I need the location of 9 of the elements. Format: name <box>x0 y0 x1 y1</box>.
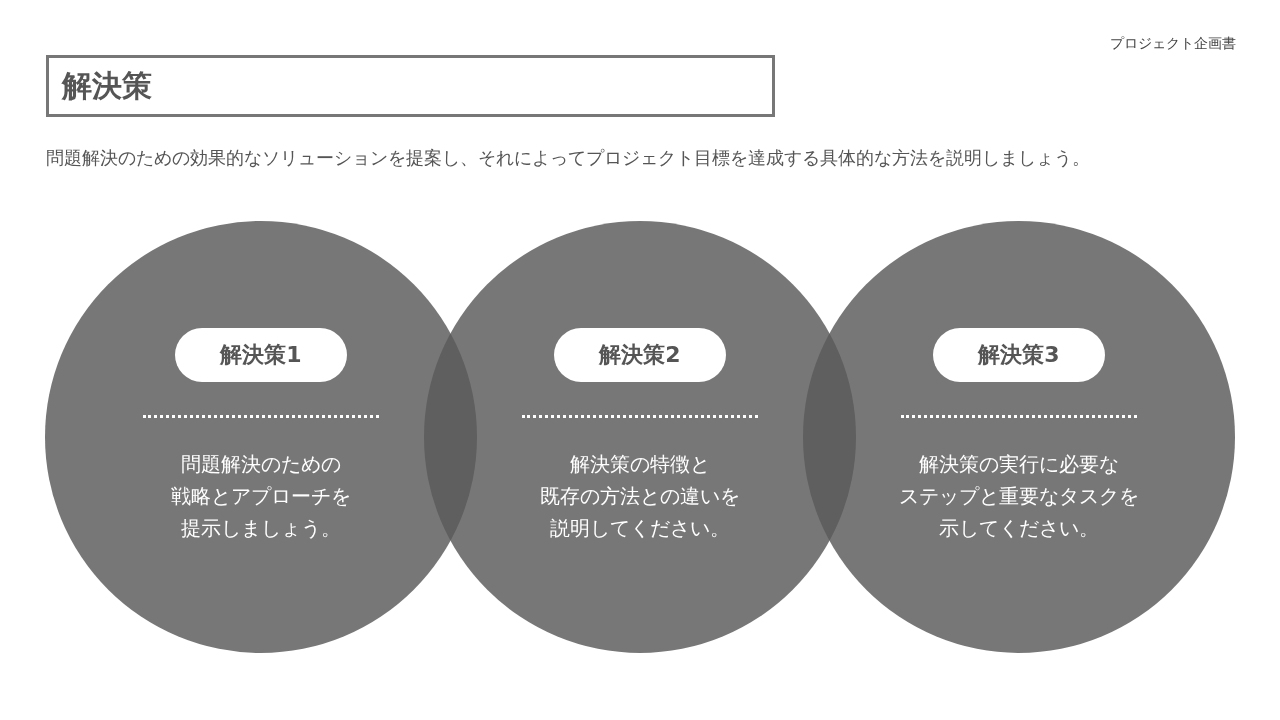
body-text: 解決策の特徴と既存の方法との違いを説明してください。 <box>539 451 741 542</box>
label-pill: 解決策1 <box>175 328 347 382</box>
heading-box: 解決策 <box>46 55 775 117</box>
body-text: 解決策の実行に必要なステップと重要なタスクを示してください。 <box>898 451 1140 542</box>
label-pill: 解決策3 <box>933 328 1105 382</box>
body-text: 問題解決のための戦略とアプローチを提示しましょう。 <box>170 451 352 542</box>
document-label: プロジェクト企画書 <box>1110 35 1236 53</box>
label-pill: 解決策2 <box>554 328 726 382</box>
description-text: 問題解決のための効果的なソリューションを提案し、それによってプロジェクト目標を達成する具体的な方法を説明しましょう。 <box>46 147 1090 170</box>
